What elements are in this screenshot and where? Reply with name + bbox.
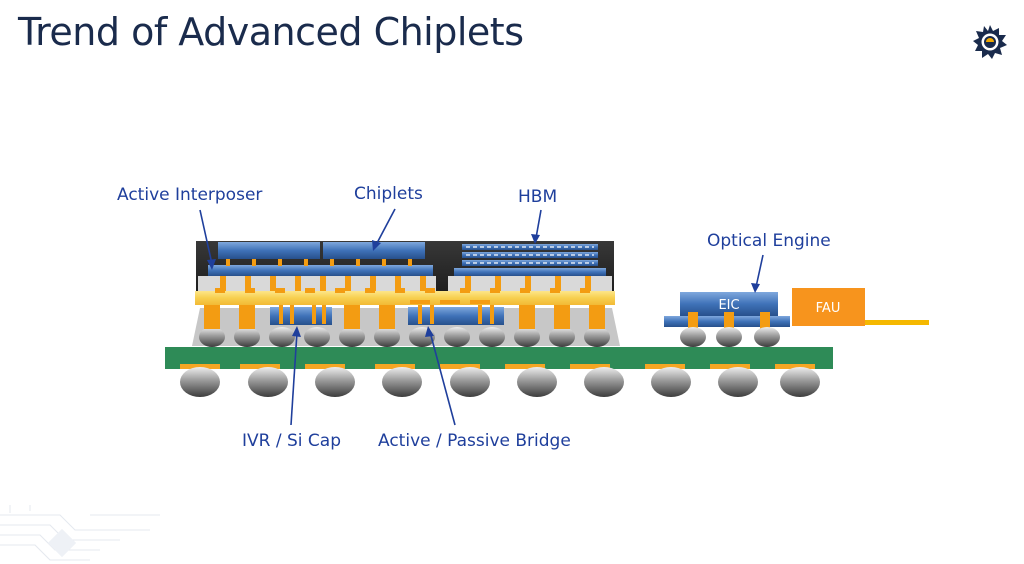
eic-label: EIC xyxy=(718,298,739,313)
optical-fiber xyxy=(865,320,929,325)
gear-sun-logo-icon xyxy=(973,25,1007,59)
slide-title: Trend of Advanced Chiplets xyxy=(18,10,524,54)
interposer xyxy=(195,291,615,305)
active-interposer-die xyxy=(208,265,433,276)
label-hbm: HBM xyxy=(518,187,557,207)
c4-bumps xyxy=(199,327,610,347)
bga-solder-balls xyxy=(180,367,820,397)
fau-label: FAU xyxy=(816,301,841,316)
package-substrate xyxy=(165,347,833,369)
label-active-interposer: Active Interposer xyxy=(117,185,262,205)
decorative-circuit-pattern xyxy=(0,505,160,561)
chiplet-die-2 xyxy=(323,242,425,259)
leader-arrows xyxy=(199,208,764,426)
label-ivr-si-cap: IVR / Si Cap xyxy=(242,431,341,451)
label-chiplets: Chiplets xyxy=(354,184,423,204)
ivr-si-cap-die xyxy=(270,307,332,325)
fau-block xyxy=(792,288,865,326)
chiplet-die-1 xyxy=(218,242,320,259)
label-active-passive-bridge: Active / Passive Bridge xyxy=(378,431,571,451)
bridge-die xyxy=(408,307,504,325)
hbm-stack xyxy=(454,244,606,276)
label-optical-engine: Optical Engine xyxy=(707,231,831,251)
